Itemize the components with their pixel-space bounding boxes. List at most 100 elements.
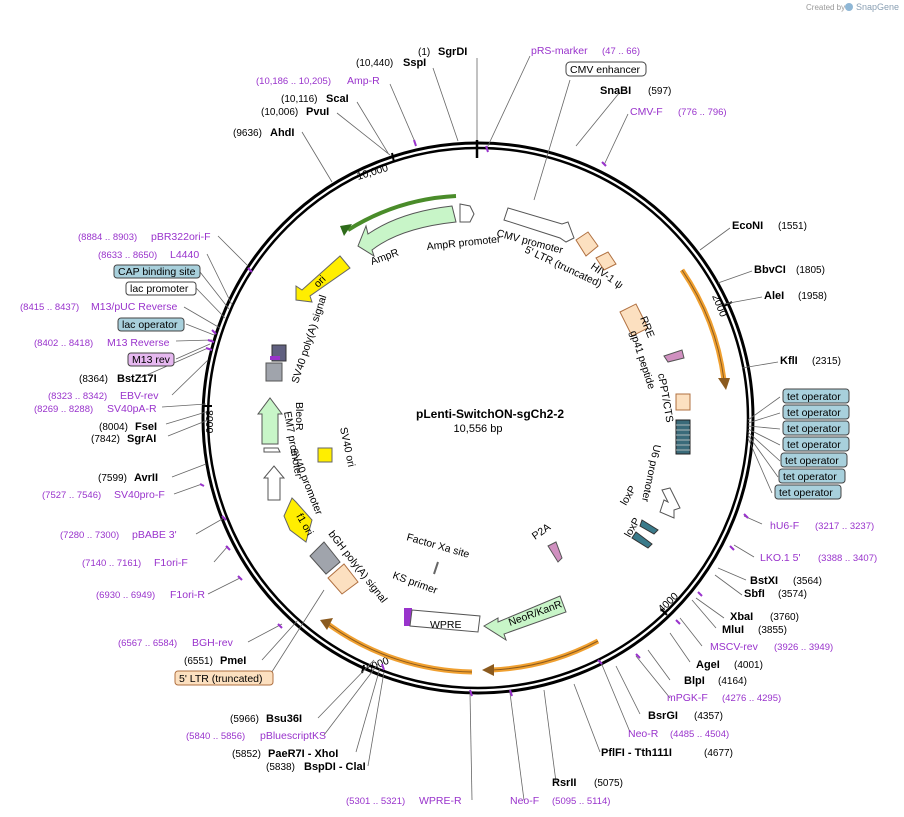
enzyme-pos-sgrdi: (1) [418,47,430,58]
primer-m13-reverse[interactable]: M13 Reverse [107,337,170,349]
arrowhead-icon [320,618,333,630]
feature-bgh-polya [327,563,359,595]
label-cap-binding-site: CAP binding site [118,266,196,278]
box-cap-binding-site[interactable] [113,264,201,279]
enzyme-blpi[interactable]: BlpI [684,675,705,687]
primer-f1ori-r[interactable]: F1ori-R [170,589,205,601]
primer-sv40pa-r[interactable]: SV40pA-R [107,403,157,415]
primer-range-neo-f: (5095 .. 5114) [552,796,610,807]
primer-wpre-r[interactable]: WPRE-R [419,795,462,807]
box-lac-promoter[interactable] [125,281,197,296]
enzyme-sspi[interactable]: SspI [403,57,426,69]
box-tet-operator[interactable] [782,436,850,452]
brand-created-by: Created by [806,3,845,12]
tick-label-8000: 8000 [203,410,215,434]
primer-mpgk-f[interactable]: mPGK-F [667,692,708,704]
enzyme-paer7i-xhoi[interactable]: PaeR7I - XhoI [268,748,338,760]
enzyme-scai[interactable]: ScaI [326,93,349,105]
primer-pbluescriptks[interactable]: pBluescriptKS [260,730,326,742]
primer-bgh-rev[interactable]: BGH-rev [192,637,234,649]
label-bgh: bGH poly(A) signal [326,528,390,605]
enzyme-pflfi-tth111i[interactable]: PflFI - Tth111I [601,747,672,759]
label-tet-operator: tet operator [787,391,841,403]
primer-pbr322ori-f[interactable]: pBR322ori-F [151,231,211,243]
box-cmv-enhancer[interactable] [565,61,647,77]
primer-l4440[interactable]: L4440 [170,249,199,261]
enzyme-pos-avrii: (7599) [98,473,127,484]
box-tet-operator[interactable] [774,484,842,500]
feature-m13-mark [270,356,280,360]
primer-range-l4440: (8633 .. 8650) [98,250,157,261]
enzyme-sgrai[interactable]: SgrAI [127,433,156,445]
enzyme-bstz17i[interactable]: BstZ17I [117,373,157,385]
plasmid-length: 10,556 bp [454,423,503,435]
primer-range-f1ori-r: (6930 .. 6949) [96,590,155,601]
enzyme-econi[interactable]: EcoNI [732,220,763,232]
enzyme-sgrdi[interactable]: SgrDI [438,46,467,58]
enzyme-pos-fsei: (8004) [99,422,128,433]
primer-range-mscv-rev: (3926 .. 3949) [774,642,833,653]
enzyme-pos-scai: (10,116) [281,94,318,105]
enzyme-kfli[interactable]: KflI [780,355,798,367]
feature-sv40-polya [265,362,283,382]
box-tet-operator[interactable] [778,468,846,484]
primer-pbabe3[interactable]: pBABE 3' [132,529,177,541]
primer-marks [199,139,749,697]
enzyme-bsu36i[interactable]: Bsu36I [266,713,302,725]
primer-ebv-rev[interactable]: EBV-rev [120,390,159,402]
enzyme-bbvci[interactable]: BbvCI [754,264,786,276]
primer-mscv-rev[interactable]: MSCV-rev [710,641,759,653]
enzyme-snabi[interactable]: SnaBI [600,85,631,97]
enzyme-pos-sbfi: (3574) [778,589,807,600]
primer-prs-marker[interactable]: pRS-marker [531,45,588,57]
primer-hu6-f[interactable]: hU6-F [770,520,799,532]
enzyme-ahdi[interactable]: AhdI [270,127,294,139]
enzyme-mlui[interactable]: MluI [722,624,744,636]
feature-ori [295,255,351,303]
primer-range-prs-marker: (47 .. 66) [602,46,640,57]
enzyme-bstxi[interactable]: BstXI [750,575,778,587]
primer-sv40pro-f[interactable]: SV40pro-F [114,489,165,501]
label-tet-operator: tet operator [783,471,837,483]
label-p2a: P2A [530,521,553,542]
enzyme-alei[interactable]: AleI [764,290,784,302]
enzyme-rsrii[interactable]: RsrII [552,777,576,789]
feature-p2a [547,541,563,563]
primer-lko1[interactable]: LKO.1 5' [760,552,801,564]
primer-neo-r[interactable]: Neo-R [628,728,659,740]
label-m13-rev: M13 rev [132,354,171,366]
enzyme-pmei[interactable]: PmeI [220,655,246,667]
box-tet-operator[interactable] [780,452,848,468]
enzyme-fsei[interactable]: FseI [135,421,157,433]
enzyme-pos-pflfi: (4677) [704,748,733,759]
primer-amp-r[interactable]: Amp-R [347,75,380,87]
enzyme-agei[interactable]: AgeI [696,659,720,671]
box-m13-rev[interactable] [127,352,175,367]
primer-cmv-f[interactable]: CMV-F [630,106,663,118]
primer-neo-f[interactable]: Neo-F [510,795,539,807]
primer-f1ori-f[interactable]: F1ori-F [154,557,188,569]
primer-m13puc-reverse[interactable]: M13/pUC Reverse [91,301,178,313]
feature-ltr-truncated [575,231,599,257]
primer-range-m13-reverse: (8402 .. 8418) [34,338,93,349]
enzyme-pos-bbvci: (1805) [796,265,825,276]
box-ltr-truncated[interactable] [174,670,274,686]
box-lac-operator[interactable] [117,317,185,332]
arrowhead-icon [718,378,730,390]
tick-10000 [391,152,395,163]
box-tet-operator[interactable] [782,420,850,436]
enzyme-bsrgi[interactable]: BsrGI [648,710,678,722]
enzyme-xbai[interactable]: XbaI [730,611,753,623]
brand-name: SnapGene [856,2,899,12]
enzyme-bspdi-clai[interactable]: BspDI - ClaI [304,761,366,773]
enzyme-avrii[interactable]: AvrII [134,472,158,484]
primer-range-m13puc-reverse: (8415 .. 8437) [20,302,79,313]
enzyme-pos-agei: (4001) [734,660,763,671]
box-tet-operator[interactable] [782,404,850,420]
enzyme-sbfi[interactable]: SbfI [744,588,765,600]
enzyme-pos-bstxi: (3564) [793,576,822,587]
tet-operator-list: tet operator tet operator tet operator t… [774,388,850,500]
box-tet-operator[interactable] [782,388,850,404]
enzyme-pvui[interactable]: PvuI [306,106,329,118]
